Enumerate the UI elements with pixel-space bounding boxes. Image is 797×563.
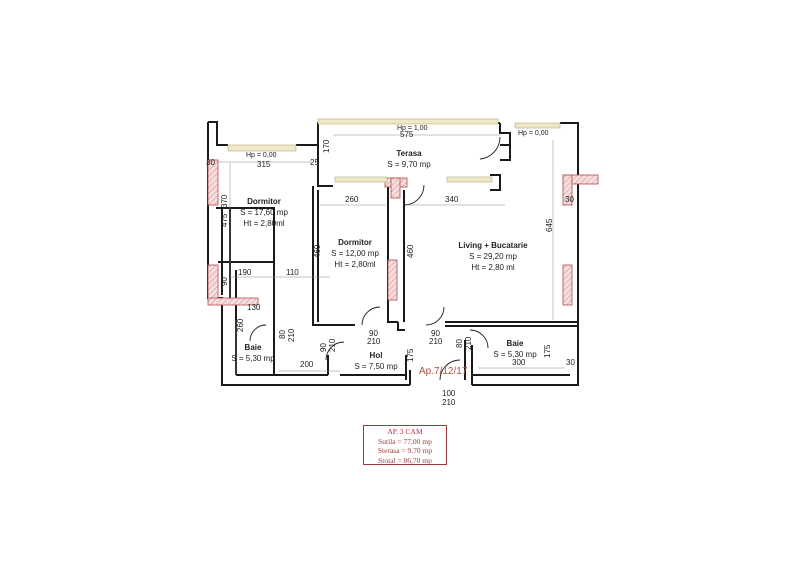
room-area: S = 29,20 mp [469, 252, 517, 261]
window-label-living: Hp = 0,00 [518, 130, 549, 137]
dim-170: 170 [322, 139, 331, 153]
room-name: Baie [244, 343, 262, 352]
dim-30-left: 30 [206, 158, 215, 167]
dim-210-c: 210 [367, 337, 381, 346]
dim-575: 575 [400, 130, 414, 139]
room-name: Terasa [396, 149, 422, 158]
dim-210-e: 210 [464, 336, 473, 350]
window-label-terasa: Hp = 1,00 [397, 125, 428, 132]
room-dormitor-2: Dormitor S = 12,00 mp Ht = 2,80ml [322, 237, 388, 270]
dim-315: 315 [257, 160, 271, 169]
room-terasa: Terasa S = 9,70 mp [374, 148, 444, 170]
room-hol: Hol S = 7,50 mp [346, 350, 406, 372]
room-name: Dormitor [338, 238, 372, 247]
room-baie-2: Baie S = 5,30 mp [480, 338, 550, 360]
dim-175-b: 175 [543, 344, 552, 358]
dim-175-a: 175 [406, 348, 415, 362]
dim-30-right-top: 30 [565, 195, 574, 204]
dim-100: 100 [442, 389, 456, 398]
room-area: S = 5,30 mp [493, 350, 537, 359]
dim-475: 475 [220, 213, 229, 227]
dim-90-b: 90 [319, 343, 328, 352]
dim-25: 25 [310, 158, 319, 167]
summary-useful-area: Sutila = 77,00 mp [378, 436, 432, 446]
room-height: Ht = 2,80ml [334, 260, 376, 269]
room-height: Ht = 2,80 ml [471, 263, 515, 272]
room-height: Ht = 2,80ml [243, 219, 285, 228]
apartment-code: Ap.7/12/17 [419, 366, 468, 377]
summary-total-area: Stotal = 86,70 mp [378, 455, 432, 465]
dim-210-a: 210 [287, 328, 296, 342]
dim-340: 340 [445, 195, 459, 204]
summary-terrace-area: Sterasa = 9,70 mp [377, 446, 433, 455]
dim-645: 645 [545, 218, 554, 232]
room-area: S = 17,60 mp [240, 208, 288, 217]
room-dormitor-1: Dormitor S = 17,60 mp Ht = 2,80ml [228, 196, 300, 229]
dim-210-b: 210 [328, 338, 337, 352]
dim-260-top: 260 [345, 195, 359, 204]
dim-110: 110 [286, 268, 299, 277]
dim-460-b: 460 [406, 244, 415, 258]
room-area: S = 5,30 mp [231, 354, 275, 363]
room-area: S = 12,00 mp [331, 249, 379, 258]
room-name: Living + Bucatarie [458, 241, 528, 250]
room-area: S = 7,50 mp [354, 362, 398, 371]
area-summary-box: AP. 3 CAM Sutila = 77,00 mp Sterasa = 9,… [363, 425, 447, 465]
window-label-dormitor: Hp = 0,00 [246, 152, 277, 159]
dim-90-d: 90 [431, 329, 440, 338]
dim-370: 370 [220, 194, 229, 208]
dim-80-b: 80 [455, 339, 464, 348]
dim-210-d: 210 [429, 337, 443, 346]
dim-190: 190 [238, 268, 252, 277]
dim-260-bath: 260 [236, 318, 245, 332]
room-name: Hol [369, 351, 383, 360]
dim-300: 300 [512, 358, 526, 367]
room-name: Baie [506, 339, 524, 348]
summary-title: AP. 3 CAM [387, 427, 423, 436]
room-baie-1: Baie S = 5,30 mp [230, 342, 276, 364]
dim-90-c: 90 [369, 329, 378, 338]
room-living-bucatarie: Living + Bucatarie S = 29,20 mp Ht = 2,8… [448, 240, 538, 273]
dim-130: 130 [247, 303, 261, 312]
dim-460-a: 460 [313, 244, 322, 258]
room-name: Dormitor [247, 197, 281, 206]
dim-200: 200 [300, 360, 314, 369]
room-area: S = 9,70 mp [387, 160, 431, 169]
dim-80-a: 80 [278, 330, 287, 339]
dim-90-left: 90 [220, 277, 229, 286]
dim-30-right-bottom: 30 [566, 358, 575, 367]
dim-210-entry: 210 [442, 398, 456, 407]
